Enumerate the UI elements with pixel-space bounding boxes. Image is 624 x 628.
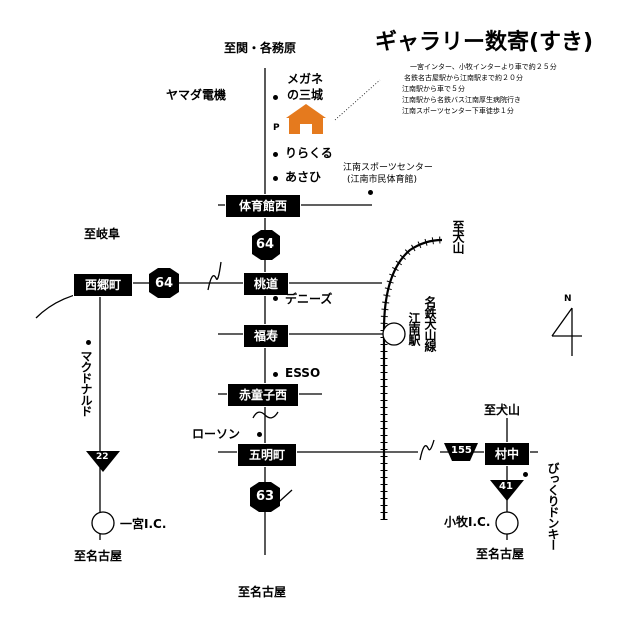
railway-ties <box>380 236 443 520</box>
landmark-bikkuri: びっくりドンキー <box>546 462 560 550</box>
route-22-shield <box>86 451 120 472</box>
dennys-dot <box>273 296 278 301</box>
landmark-esso: ESSO <box>285 366 321 380</box>
north-label: N <box>564 294 572 304</box>
parking-label: P <box>273 123 280 133</box>
note-2: 名鉄名古屋駅から江南駅まで約２０分 <box>404 74 523 82</box>
dest-inuyama-road: 至犬山 <box>484 403 521 417</box>
dest-gifu: 至岐阜 <box>84 227 121 241</box>
note-5: 江南スポーツセンター下車徒歩１分 <box>402 107 514 115</box>
asahi-dot <box>273 176 278 181</box>
railway-line <box>382 238 443 520</box>
landmark-dennys: デニーズ <box>285 292 333 306</box>
sports-center-dot <box>368 190 373 195</box>
yamada-dot <box>273 95 278 100</box>
note-3: 江南駅から車で５分 <box>402 85 465 93</box>
route-22-label: 22 <box>96 452 109 462</box>
north-arrow-icon <box>551 307 582 356</box>
landmark-station: 江南駅 <box>407 312 421 345</box>
dest-southeast: 至名古屋 <box>476 547 525 561</box>
dest-south: 至名古屋 <box>238 585 287 599</box>
dest-southwest: 至名古屋 <box>74 549 123 563</box>
route-41-shield <box>490 480 524 501</box>
gallery-building-icon <box>286 104 326 134</box>
intersection-kiribora: 桃道 <box>243 272 289 296</box>
rirakuru-dot <box>273 152 278 157</box>
landmark-ichinomiya-ic: 一宮I.C. <box>120 517 167 531</box>
landmark-railway: 名鉄犬山線 <box>423 296 437 351</box>
komaki-ic-marker <box>495 511 519 535</box>
mcdonalds-dot <box>86 340 91 345</box>
landmark-asahi: あさひ <box>285 170 322 184</box>
note-1: 一宮インター、小牧インターより車で約２５分 <box>410 63 557 71</box>
intersection-gomeicho: 五明町 <box>237 443 297 467</box>
route-63-label: 63 <box>256 489 275 504</box>
ichinomiya-ic-marker <box>91 511 115 535</box>
intersection-taiikukannishi: 体育館西 <box>225 194 301 218</box>
route-64-west-label: 64 <box>155 276 174 291</box>
intersection-saigocho: 西郷町 <box>73 273 133 297</box>
landmark-komaki-ic: 小牧I.C. <box>444 515 491 529</box>
dest-inuyama-rail: 至犬山 <box>451 220 465 253</box>
landmark-yamada: ヤマダ電機 <box>166 88 227 102</box>
note-4: 江南駅から名鉄バス江南厚生病院行き <box>402 96 521 104</box>
intersection-akadojinishi: 赤童子西 <box>227 383 299 407</box>
intersection-fukutoshi: 福寿 <box>243 324 289 348</box>
landmark-rirakuru: りらくる <box>285 146 333 160</box>
gallery-title: ギャラリー数寄(すき) <box>375 30 594 55</box>
intersection-murnaka: 村中 <box>484 442 530 466</box>
route-64-north-label: 64 <box>256 237 275 252</box>
landmark-sports-center: 江南スポーツセンター <box>343 163 433 173</box>
station-marker <box>382 322 406 346</box>
route-155-shield <box>444 443 478 461</box>
route-64-west-shield <box>149 268 179 298</box>
lawson-dot <box>257 432 262 437</box>
landmark-sports-center-sub: (江南市民体育館) <box>347 175 418 185</box>
route-41-label: 41 <box>499 481 513 492</box>
dest-north: 至関・各務原 <box>224 41 297 55</box>
route-64-north-shield <box>252 230 280 260</box>
bikkuri-dot <box>523 472 528 477</box>
route-63-shield <box>250 482 280 512</box>
landmark-lawson: ローソン <box>192 427 241 441</box>
route-155-label: 155 <box>451 445 472 456</box>
landmark-megane: メガネの三城 <box>287 72 324 102</box>
esso-dot <box>273 372 278 377</box>
landmark-mcdonalds: マクドナルド <box>79 350 93 416</box>
